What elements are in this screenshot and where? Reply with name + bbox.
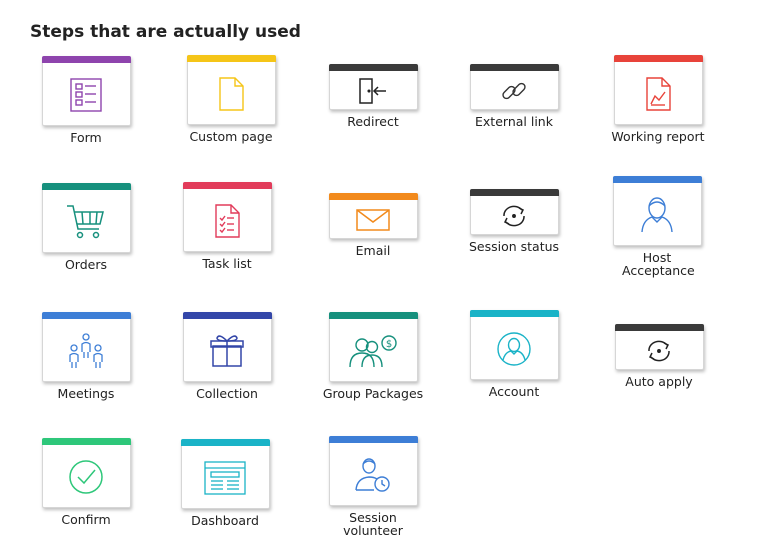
step-orders[interactable]: Orders: [26, 183, 146, 271]
step-card[interactable]: [182, 312, 272, 382]
svg-text:$: $: [386, 339, 392, 350]
step-form[interactable]: Form: [26, 56, 146, 144]
step-label: Dashboard: [191, 513, 259, 528]
step-card[interactable]: $: [328, 312, 418, 382]
person-icon: [614, 184, 701, 245]
step-label: Account: [488, 384, 540, 399]
step-card[interactable]: [180, 439, 270, 509]
step-label: Session status: [468, 239, 560, 254]
step-card[interactable]: [41, 438, 131, 508]
step-card[interactable]: [469, 310, 559, 380]
step-card[interactable]: [612, 176, 702, 246]
step-label: Redirect: [347, 114, 399, 129]
step-label: Custom page: [189, 129, 273, 144]
people-icon: [43, 320, 130, 381]
step-card[interactable]: [328, 436, 418, 506]
step-card[interactable]: [328, 64, 418, 110]
step-collection[interactable]: Collection: [167, 312, 287, 400]
step-card[interactable]: [41, 183, 131, 253]
step-card[interactable]: [41, 312, 131, 382]
step-card[interactable]: [469, 189, 559, 235]
step-label: Collection: [196, 386, 258, 401]
sync-icon: [471, 197, 558, 234]
checklist-icon: [184, 190, 271, 251]
page-icon: [188, 63, 275, 124]
step-card[interactable]: [613, 55, 703, 125]
step-email[interactable]: Email: [313, 193, 433, 257]
step-label: Group Packages: [322, 386, 424, 401]
report-icon: [615, 63, 702, 124]
dashboard-icon: [182, 447, 269, 508]
step-label: Email: [355, 243, 391, 258]
step-label: Confirm: [61, 512, 111, 527]
volunteer-clock-icon: [330, 444, 417, 505]
step-label: Task list: [202, 256, 252, 271]
step-label: Auto apply: [625, 374, 693, 389]
user-circle-icon: [471, 318, 558, 379]
step-card[interactable]: [328, 193, 418, 239]
step-card[interactable]: [469, 64, 559, 110]
step-session-status[interactable]: Session status: [454, 189, 574, 253]
step-label: Form: [70, 130, 102, 145]
step-host-acceptance[interactable]: Host Acceptance: [597, 176, 717, 277]
step-label: Working report: [611, 129, 705, 144]
step-auto-apply[interactable]: Auto apply: [599, 324, 719, 388]
step-label: Orders: [64, 257, 108, 272]
step-label: Host Acceptance: [622, 250, 695, 278]
envelope-icon: [330, 201, 417, 238]
step-external-link[interactable]: External link: [454, 64, 574, 128]
step-custom-page[interactable]: Custom page: [171, 55, 291, 143]
step-card[interactable]: [41, 56, 131, 126]
step-card[interactable]: [614, 324, 704, 370]
step-dashboard[interactable]: Dashboard: [165, 439, 285, 527]
step-account[interactable]: Account: [454, 310, 574, 398]
step-confirm[interactable]: Confirm: [26, 438, 146, 526]
step-card[interactable]: [186, 55, 276, 125]
step-label: External link: [475, 114, 553, 129]
step-card[interactable]: [182, 182, 272, 252]
group-money-icon: $: [330, 320, 417, 381]
step-redirect[interactable]: Redirect: [313, 64, 433, 128]
page-title: Steps that are actually used: [30, 22, 301, 42]
cart-icon: [43, 191, 130, 252]
step-label: Session volunteer: [343, 510, 403, 538]
step-label: Meetings: [57, 386, 115, 401]
step-working-report[interactable]: Working report: [598, 55, 718, 143]
link-icon: [471, 72, 558, 109]
door-icon: [330, 72, 417, 109]
check-circle-icon: [43, 446, 130, 507]
step-meetings[interactable]: Meetings: [26, 312, 146, 400]
step-session-volunteer[interactable]: Session volunteer: [313, 436, 433, 537]
step-group-packages[interactable]: $ Group Packages: [313, 312, 433, 400]
step-task-list[interactable]: Task list: [167, 182, 287, 270]
gift-icon: [184, 320, 271, 381]
sync-icon: [616, 332, 703, 369]
form-icon: [43, 64, 130, 125]
